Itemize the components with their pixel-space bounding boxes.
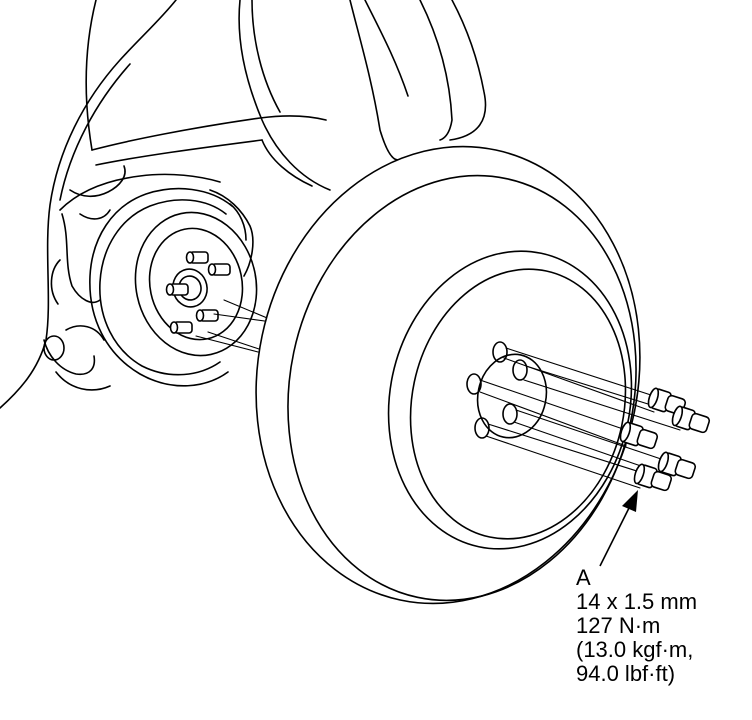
torque-nm: 127 N·m: [576, 613, 661, 638]
torque-kgfm: (13.0 kgf·m,: [576, 637, 694, 662]
torque-lbfft: 94.0 lbf·ft): [576, 661, 676, 686]
callout-a: A 14 x 1.5 mm 127 N·m (13.0 kgf·m, 94.0 …: [576, 566, 697, 686]
callout-letter: A: [576, 565, 591, 590]
nut-size: 14 x 1.5 mm: [576, 589, 698, 614]
lug-nuts: [619, 387, 711, 492]
lug-nut-icon-callout-a: [633, 463, 673, 492]
fender-outline: [0, 0, 487, 409]
lug-nut-icon: [619, 421, 659, 450]
wheel: [255, 145, 641, 605]
lug-nut-icon: [671, 405, 711, 434]
brake-disc: [89, 187, 258, 387]
lug-nut-icon: [657, 451, 697, 480]
leader-arrow-icon: [599, 490, 638, 567]
hub-alignment-lines: [195, 299, 273, 353]
hub-studs: [165, 251, 231, 334]
